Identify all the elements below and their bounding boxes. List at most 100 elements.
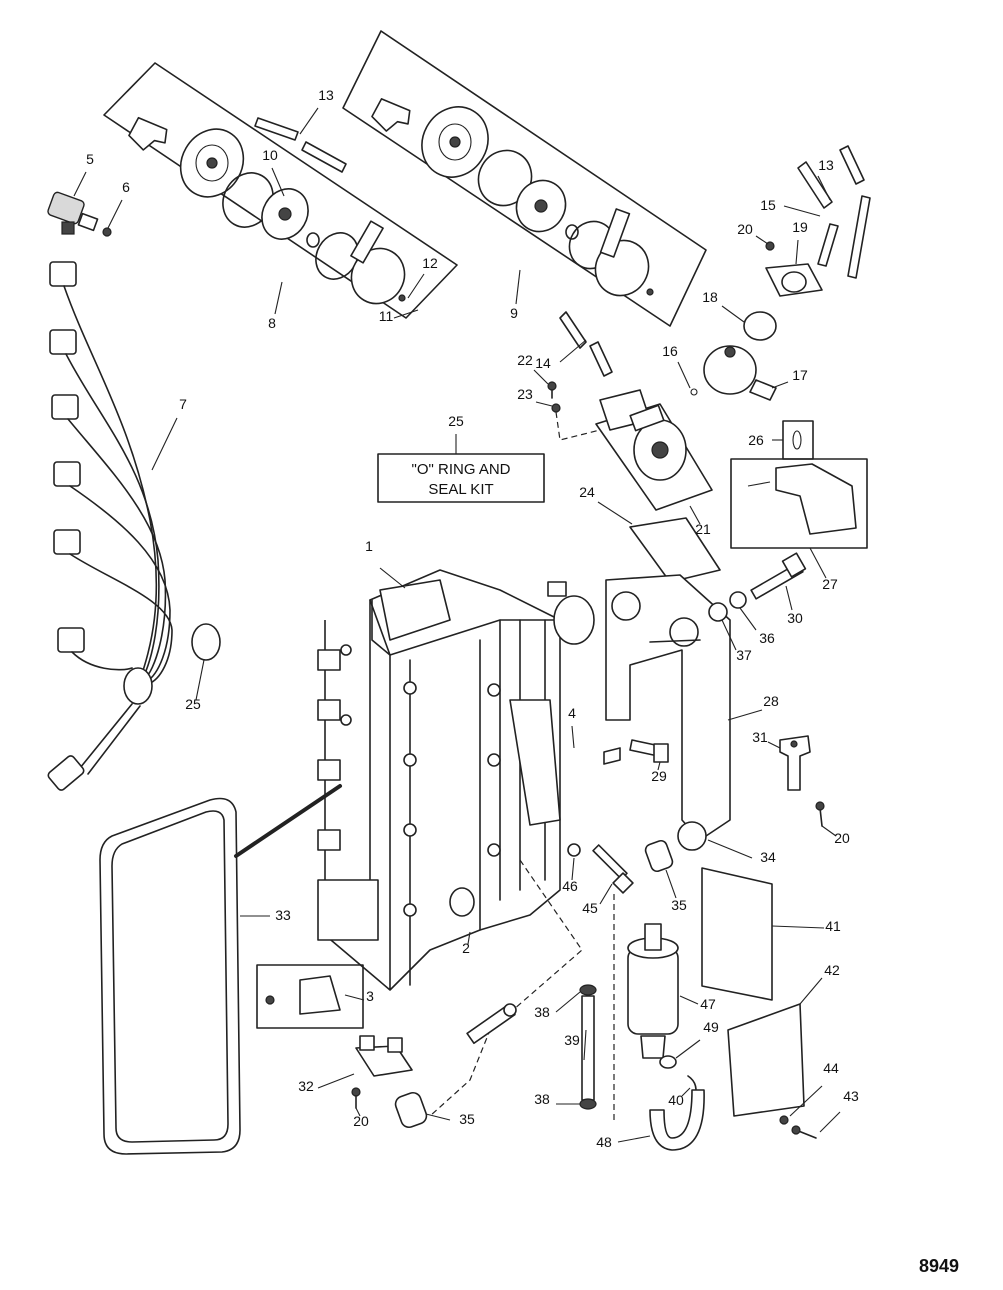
clamp-49 [659, 1055, 677, 1069]
callout-18: 18 [702, 289, 718, 305]
callout-27: 27 [822, 576, 838, 592]
callout-14: 14 [535, 355, 551, 371]
callout-38: 38 [534, 1091, 550, 1107]
leader-line [821, 825, 837, 837]
clamp-38-bottom [579, 1098, 597, 1110]
callout-29: 29 [651, 768, 667, 784]
callout-20: 20 [353, 1113, 369, 1129]
leader-line [355, 1107, 361, 1117]
screw-22 [547, 381, 557, 399]
leader-line [271, 167, 285, 197]
hose-48 [649, 1089, 705, 1151]
leader-line [771, 381, 789, 389]
leader-line [559, 339, 587, 363]
kit-box-line1: "O" RING AND [412, 461, 511, 478]
washer-36 [729, 591, 747, 609]
washer-46 [567, 843, 581, 857]
callout-3: 3 [366, 988, 374, 1004]
leader-line [107, 199, 123, 229]
seal-18 [743, 311, 777, 341]
callout-25: 25 [185, 696, 201, 712]
callout-32: 32 [298, 1078, 314, 1094]
leader-line [809, 547, 827, 579]
callout-1: 1 [365, 538, 373, 554]
leader-line [274, 281, 283, 315]
leader-line [677, 361, 691, 389]
leader-line [555, 991, 581, 1013]
callout-43: 43 [843, 1088, 859, 1104]
callout-24: 24 [579, 484, 595, 500]
callout-31: 31 [752, 729, 768, 745]
cover-3 [256, 964, 364, 1029]
callout-35: 35 [459, 1111, 475, 1127]
leader-line [679, 995, 699, 1005]
box-26-27 [730, 420, 868, 549]
callout-19: 19 [792, 219, 808, 235]
callout-38: 38 [534, 1004, 550, 1020]
callout-36: 36 [759, 630, 775, 646]
leader-line [379, 567, 406, 589]
callout-28: 28 [763, 693, 779, 709]
bushing-35-right [644, 839, 674, 873]
electric-pump-47 [627, 923, 679, 1059]
leader-line [467, 931, 471, 945]
bushing-4 [603, 747, 621, 765]
callout-22: 22 [517, 352, 533, 368]
vapor-separator-kit-9 [342, 30, 707, 327]
leader-line [819, 1111, 841, 1133]
callout-26: 26 [748, 432, 764, 448]
regulator [690, 345, 777, 401]
callout-13: 13 [318, 87, 334, 103]
callout-21: 21 [695, 521, 711, 537]
callout-9: 9 [510, 305, 518, 321]
leader-line [533, 369, 549, 385]
leader-line [727, 709, 763, 721]
callout-39: 39 [564, 1032, 580, 1048]
leader-line [721, 619, 737, 651]
fitting-29 [629, 739, 669, 763]
hose-13-left [254, 117, 347, 173]
leader-line [393, 309, 419, 319]
leader-line [425, 1113, 451, 1121]
fitting-assembly [466, 1003, 517, 1045]
leader-line [299, 107, 319, 135]
cover-24 [629, 517, 721, 583]
bushing-35-bottom [394, 1091, 428, 1129]
callout-48: 48 [596, 1134, 612, 1150]
callout-23: 23 [517, 386, 533, 402]
callout-30: 30 [787, 610, 803, 626]
callout-47: 47 [700, 996, 716, 1012]
leader-line [799, 977, 823, 1005]
washer-23 [551, 403, 561, 413]
callout-6: 6 [122, 179, 130, 195]
screen-41 [701, 867, 773, 1001]
leader-line [599, 883, 613, 905]
leader-line [151, 417, 178, 471]
screw-45 [592, 844, 634, 894]
callout-2: 2 [462, 940, 470, 956]
leader-line [707, 839, 753, 859]
adaptor-plate-1 [317, 569, 595, 991]
callout-25: 25 [448, 413, 464, 429]
leader-line [795, 239, 799, 265]
screw-20-right [815, 801, 825, 827]
callout-17: 17 [792, 367, 808, 383]
hose-14 [559, 311, 613, 377]
leader-line [515, 269, 521, 305]
callout-10: 10 [262, 147, 278, 163]
washer-37 [708, 602, 728, 622]
callout-33: 33 [275, 907, 291, 923]
callout-labels: 1234567891011121313141516171819202020212… [86, 87, 859, 1150]
leader-line [755, 235, 769, 245]
hose-39 [581, 995, 595, 1101]
bracket-28 [605, 574, 731, 851]
wiring-harness-7 [47, 261, 173, 791]
hoses-13-15-right [797, 145, 871, 279]
shield-42 [727, 1003, 805, 1117]
leader-line [665, 869, 677, 899]
nut-6 [102, 227, 112, 237]
callout-46: 46 [562, 878, 578, 894]
callout-44: 44 [823, 1060, 839, 1076]
